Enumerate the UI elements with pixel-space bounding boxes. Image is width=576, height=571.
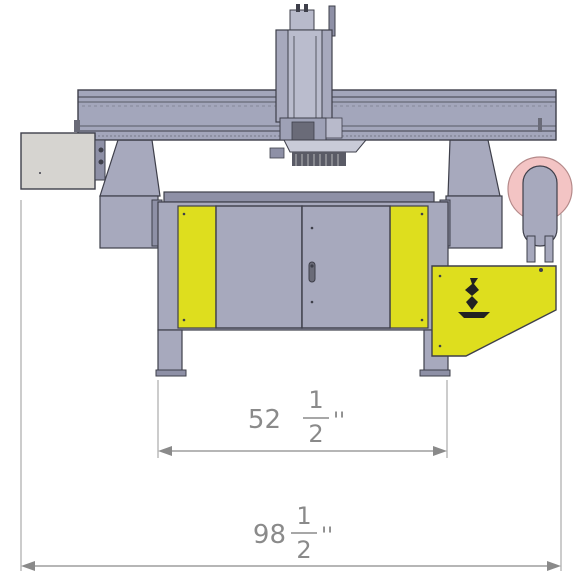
vacuum-hose-assembly xyxy=(507,156,573,263)
inner-width-denominator: 2 xyxy=(308,420,323,448)
control-box xyxy=(20,132,106,190)
gantry-left-support xyxy=(99,139,163,249)
cabinet xyxy=(177,205,429,329)
dimension-overall-width: 98 1 2 '' xyxy=(21,502,561,571)
side-bracket xyxy=(431,265,557,357)
overall-width-denominator: 2 xyxy=(296,536,311,564)
inner-width-unit: '' xyxy=(333,409,345,434)
door-handle-icon xyxy=(308,261,316,283)
inner-width-numerator: 1 xyxy=(308,386,323,414)
overall-width-unit: '' xyxy=(321,524,333,549)
dimension-inner-width: 52 1 2 '' xyxy=(158,386,447,456)
extension-lines xyxy=(20,200,562,571)
inner-width-whole: 52 xyxy=(248,405,281,435)
gantry-right-support xyxy=(439,139,503,249)
drill-bit-logo-icon xyxy=(458,278,490,318)
spindle-carriage xyxy=(269,4,368,166)
overall-width-numerator: 1 xyxy=(296,502,311,530)
overall-width-whole: 98 xyxy=(253,520,286,550)
